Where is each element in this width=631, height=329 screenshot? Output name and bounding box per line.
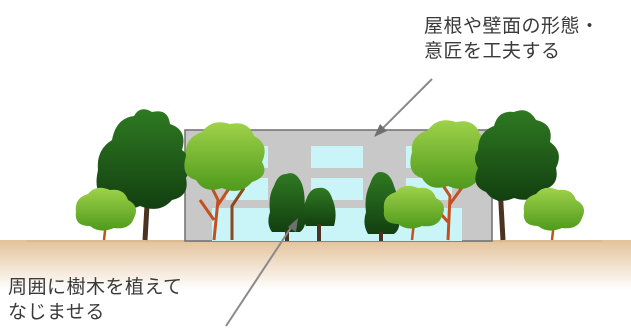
annotation-trees-line2: なじませる — [8, 301, 105, 323]
arrowhead-icon — [374, 124, 387, 137]
dark-tree — [475, 110, 559, 201]
annotation-facade-design: 屋根や壁面の形態・ 意匠を工夫する — [424, 14, 600, 64]
bush — [523, 187, 584, 231]
light-tree — [410, 120, 491, 189]
tree-group-left — [75, 109, 336, 241]
annotation-facade-line2: 意匠を工夫する — [424, 40, 561, 62]
dark-tree — [96, 109, 191, 209]
leader-line-facade — [379, 78, 433, 132]
bush — [75, 187, 136, 231]
leader-line-trees — [225, 225, 293, 327]
annotation-tree-planting: 周囲に樹木を植えて なじませる — [8, 275, 183, 325]
tree-group-right — [364, 110, 584, 241]
ground — [0, 240, 631, 290]
conifer — [303, 187, 336, 226]
arrowhead-icon — [288, 218, 298, 232]
light-tree — [184, 122, 265, 191]
annotation-facade-line1: 屋根や壁面の形態・ — [424, 15, 600, 37]
bush — [383, 185, 444, 229]
conifer — [268, 173, 306, 232]
window — [311, 146, 363, 168]
annotation-trees-line1: 周囲に樹木を植えて — [8, 276, 183, 298]
